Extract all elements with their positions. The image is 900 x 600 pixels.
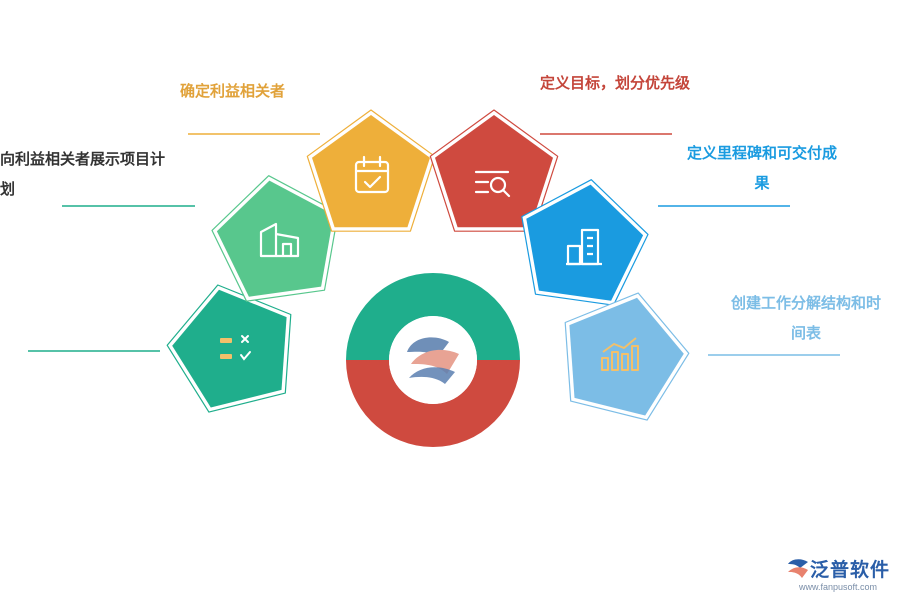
pentagon-step-5 [526,184,644,301]
bar-chart-icon [601,337,639,371]
building-icon [259,222,300,258]
brand-name: 泛普软件 [809,559,890,581]
pentagon-step-1 [172,289,287,408]
company-logo-icon [407,337,459,384]
center-donut-bottom [346,360,520,447]
brand-logo-icon [787,558,808,578]
step-label-2: 向利益相关者展示项目计划 [0,150,166,198]
center-circle [346,273,520,447]
search-list-icon [474,170,511,198]
step-label-4: 定义目标，划分优先级 [540,74,691,92]
brand-url: www.fanpusoft.com [798,582,878,592]
step-label-6: 创建工作分解结构和时间表 [730,294,881,342]
checklist-icon [220,335,251,361]
center-donut-top [346,273,520,360]
step-label-3: 确定利益相关者 [180,82,286,100]
step-label-5: 定义里程碑和可交付成果 [686,144,837,192]
brand-logo: 泛普软件 www.fanpusoft.com [786,555,890,592]
pentagon-step-6 [569,297,684,416]
calendar-icon [354,155,390,194]
buildings-icon [566,228,602,266]
